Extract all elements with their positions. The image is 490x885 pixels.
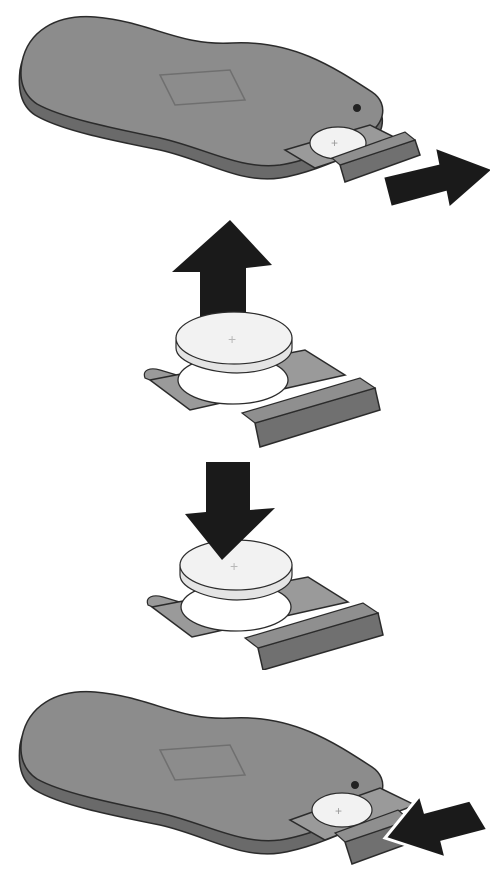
- remote-led-hole: [351, 781, 359, 789]
- step-2-illustration: +: [0, 220, 490, 450]
- step-push-in-tray: +: [0, 670, 490, 885]
- coin-battery: +: [180, 540, 292, 600]
- arrow-up-icon: [172, 220, 272, 328]
- battery-plus-symbol: +: [335, 804, 342, 818]
- battery-plus-symbol: +: [228, 331, 236, 347]
- remote-led-hole: [353, 104, 361, 112]
- step-4-illustration: +: [0, 670, 490, 885]
- battery-plus-symbol: +: [331, 136, 338, 150]
- step-insert-new-battery: +: [0, 450, 490, 670]
- step-1-illustration: +: [0, 0, 490, 220]
- battery-plus-symbol: +: [230, 558, 238, 574]
- step-remove-old-battery: +: [0, 220, 490, 450]
- step-pull-out-tray: +: [0, 0, 490, 220]
- step-3-illustration: +: [0, 450, 490, 670]
- coin-battery: +: [176, 312, 292, 373]
